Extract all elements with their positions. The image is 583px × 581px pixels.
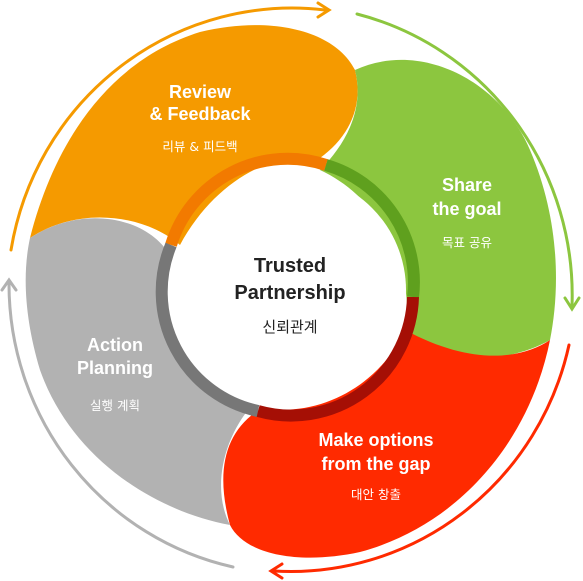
share-title-line1: Share [442,175,492,195]
review-title-line1: Review [169,82,232,102]
petal-share [320,59,556,359]
action-title-line2: Planning [77,358,153,378]
inner-accents [155,152,420,422]
arrow-red [272,343,571,573]
accent-share [324,159,420,298]
arrow-gray-head [0,277,18,292]
arrow-orange [9,6,327,252]
hub-subtitle: 신뢰관계 [262,318,317,336]
review-subtitle: 리뷰 & 피드백 [162,139,237,154]
accent-action [155,242,260,417]
hub-title-line2: Partnership [234,282,345,304]
options-title-line1: Make options [318,430,433,450]
arrow-green-head [563,296,581,312]
options-title-line2: from the gap [321,454,430,474]
accent-options [256,296,419,422]
arrow-red-head [268,562,284,580]
accent-review [165,152,328,247]
share-subtitle: 목표 공유 [442,235,492,250]
hub-circle [174,174,406,406]
petal-action [25,218,253,525]
share-title-line2: the goal [432,199,501,219]
arrow-green [355,12,574,308]
action-subtitle: 실행 계획 [90,398,140,413]
options-subtitle: 대안 창출 [351,487,401,502]
hub-title-line1: Trusted [254,255,326,277]
action-title-line1: Action [87,335,143,355]
petal-review [30,25,358,246]
arrow-gray [7,280,235,569]
petals [25,25,556,558]
arrow-orange-head [316,1,332,19]
petal-options [223,330,551,558]
review-title-line2: & Feedback [149,104,251,124]
